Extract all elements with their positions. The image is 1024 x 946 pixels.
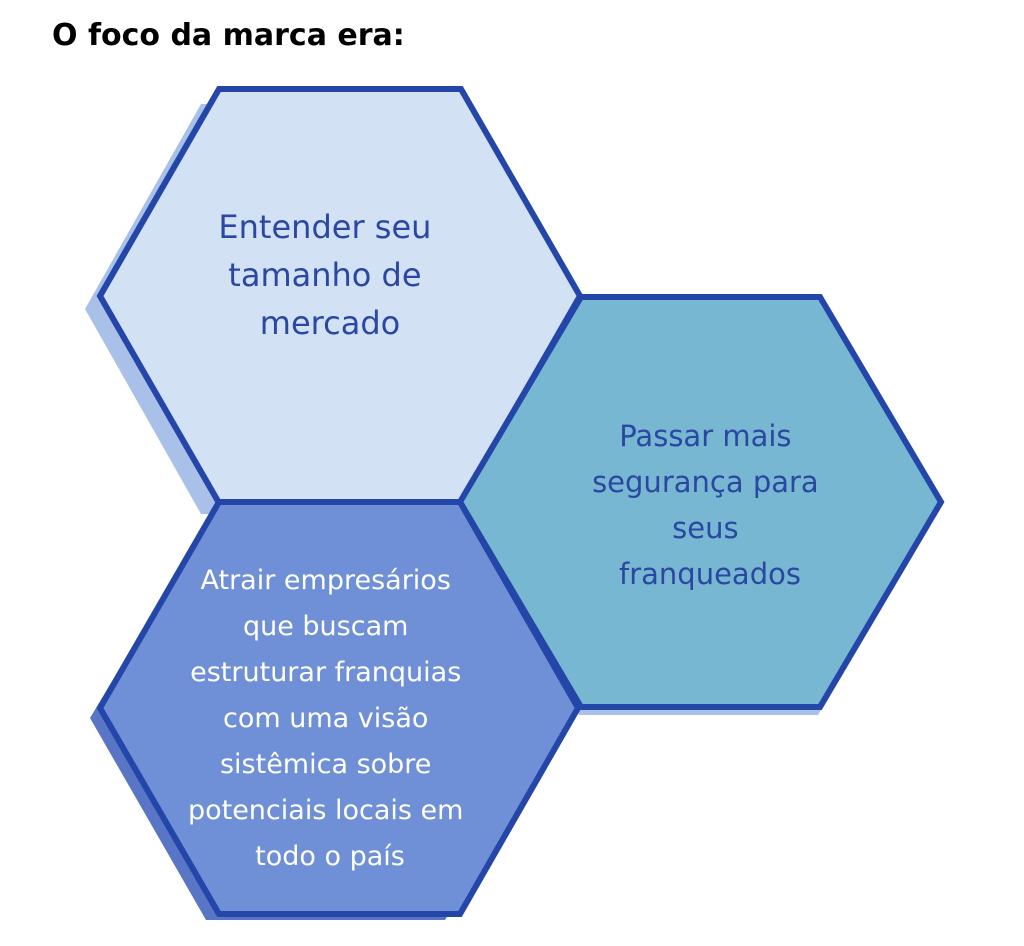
hexagon-bottom-line: potenciais locais em [188, 795, 463, 826]
hexagon-right-shape [456, 294, 945, 710]
page-heading: O foco da marca era: [52, 18, 405, 53]
hexagon-bottom: Atrair empresários que buscam estruturar… [90, 499, 582, 920]
hexagon-top: Entender seu tamanho de mercado [85, 86, 584, 514]
hexagon-top-text: Entender seu tamanho de mercado [218, 208, 441, 342]
hexagon-bottom-line: que buscam [243, 611, 408, 642]
hexagon-top-line: mercado [260, 304, 400, 342]
hexagon-right-text: Passar mais segurança para seus franquea… [592, 419, 828, 591]
hexagon-top-line: Entender seu [218, 208, 431, 246]
hexagon-bottom-line: estruturar franquias [190, 657, 461, 688]
hexagon-bottom-line: sistêmica sobre [220, 749, 431, 780]
hexagon-right-line: Passar mais [619, 419, 791, 453]
hexagon-bottom-text: Atrair empresários que buscam estruturar… [188, 565, 472, 872]
hexagon-right-line: segurança para [592, 465, 819, 499]
hexagon-bottom-shape [96, 499, 582, 917]
hexagon-bottom-line: Atrair empresários [201, 565, 451, 596]
hexagon-bottom-line: com uma visão [223, 703, 428, 734]
hexagon-right: Passar mais segurança para seus franquea… [456, 294, 945, 715]
hexagon-right-line: seus [672, 511, 738, 545]
hexagon-top-line: tamanho de [228, 256, 421, 294]
hexagon-right-line: franqueados [619, 557, 801, 591]
hexagon-bottom-line: todo o país [255, 841, 405, 872]
